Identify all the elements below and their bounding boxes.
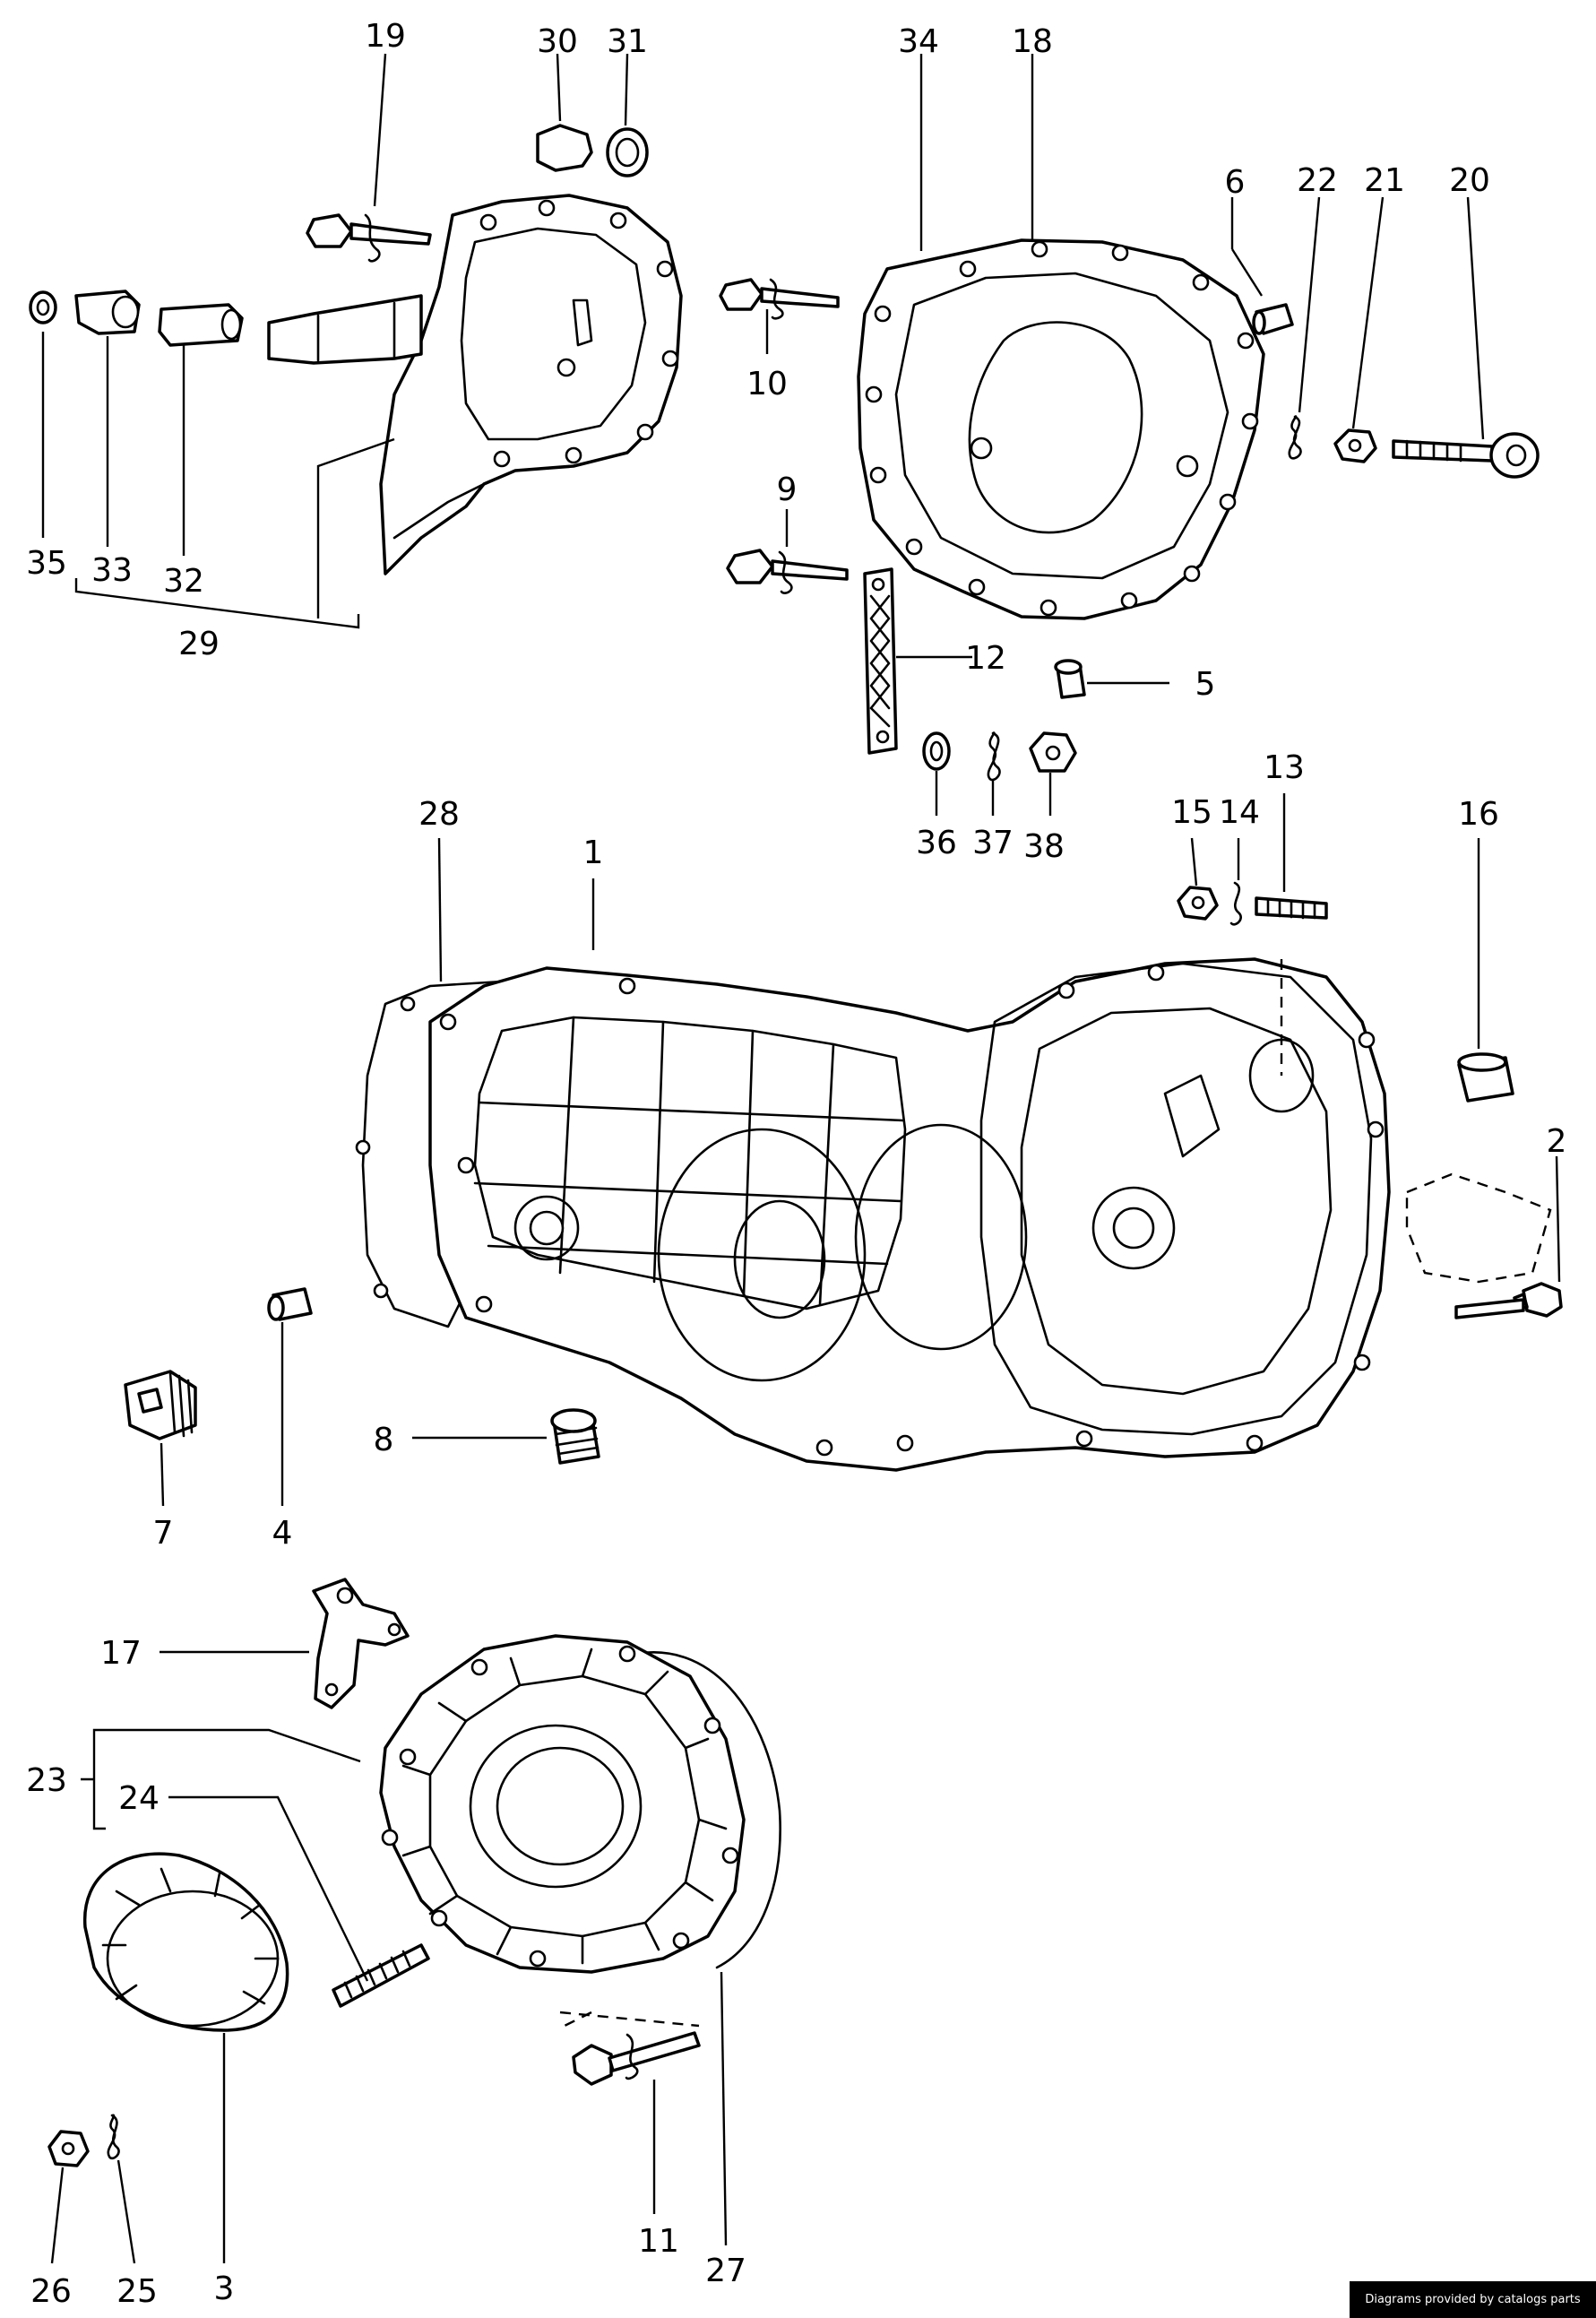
bracket-outline [1405,1172,1552,1284]
plug-8 [550,1408,600,1465]
lock-washer-22 [1288,415,1302,460]
lock-washer-37 [987,731,1001,782]
label-33: 33 [91,552,133,589]
label-25: 25 [116,2273,158,2310]
label-38: 38 [1023,828,1065,865]
label-3: 3 [214,2270,235,2307]
deflector-3 [83,1852,289,2032]
label-17: 17 [100,1635,142,1672]
label-30: 30 [537,23,578,60]
label-8: 8 [374,1422,394,1458]
strap-12 [863,567,898,755]
label-4: 4 [272,1515,293,1552]
label-11: 11 [638,2223,679,2260]
label-36: 36 [916,825,957,861]
label-14: 14 [1219,794,1260,831]
stud-13 [1255,896,1328,920]
lock-washer-14 [1229,881,1242,926]
label-16: 16 [1458,796,1499,833]
label-18: 18 [1012,23,1053,60]
label-19: 19 [365,18,406,55]
label-32: 32 [163,563,204,600]
bolt-11 [572,2031,701,2086]
stud-20 [1392,432,1540,479]
label-13: 13 [1264,749,1305,786]
label-26: 26 [30,2273,72,2310]
label-37: 37 [972,825,1014,861]
intermediate-housing [267,194,683,575]
label-20: 20 [1449,162,1490,199]
credit-banner: Diagrams provided by catalogs parts [1350,2281,1596,2318]
bolt-10 [719,278,840,320]
plug-7 [124,1370,197,1440]
label-5: 5 [1195,666,1216,703]
label-1: 1 [583,835,604,871]
label-9: 9 [777,471,798,508]
label-10: 10 [746,366,788,402]
sleeve-32 [158,303,244,347]
label-7: 7 [153,1515,174,1552]
leader-lines [41,53,1561,2264]
bearing-cover [379,1634,781,1974]
transmission-case [355,957,1391,1472]
label-15: 15 [1171,794,1212,831]
housing-cover [857,238,1265,620]
callout-labels: 1 2 3 4 5 6 7 8 9 10 11 12 13 14 15 16 1… [26,18,1566,2310]
label-27: 27 [705,2253,746,2289]
bolt-2 [1454,1282,1563,1319]
label-24: 24 [118,1780,160,1817]
label-21: 21 [1364,162,1405,199]
label-23: 23 [26,1762,67,1799]
label-12: 12 [965,640,1006,677]
plug-30 [536,124,593,172]
label-2: 2 [1547,1123,1567,1160]
label-28: 28 [418,796,460,833]
bolt-9 [726,549,849,594]
label-22: 22 [1297,162,1338,199]
bracket-17 [312,1578,410,1709]
label-31: 31 [607,23,648,60]
lock-washer-25 [107,2114,120,2160]
label-34: 34 [898,23,939,60]
label-35: 35 [26,545,67,582]
label-6: 6 [1225,164,1246,201]
bolt-19 [306,213,432,263]
stud-24 [332,1943,430,2008]
label-29: 29 [178,626,220,662]
